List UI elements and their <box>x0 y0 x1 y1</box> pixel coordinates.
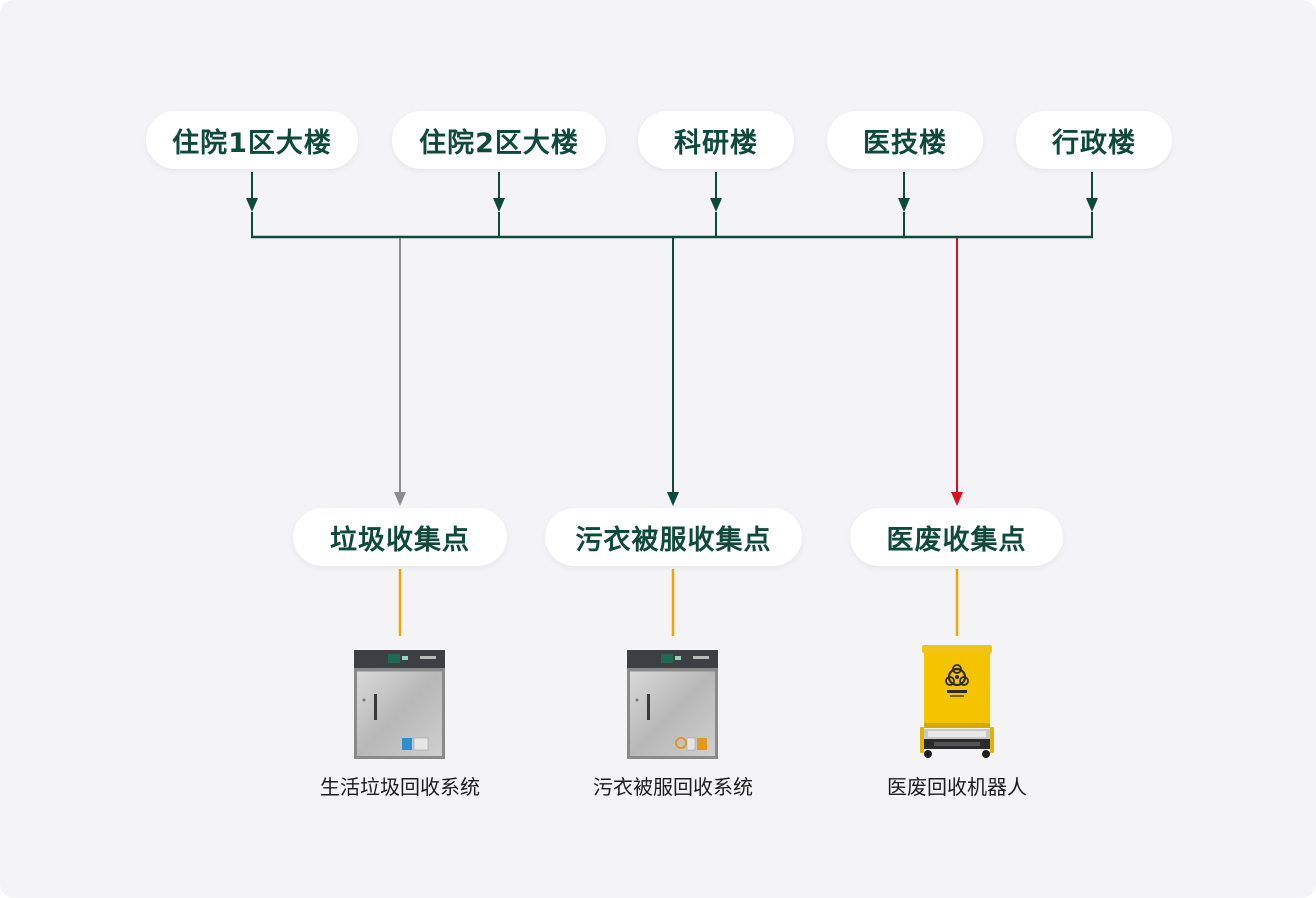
system-caption-garbage: 生活垃圾回收系统 <box>320 775 480 799</box>
building-pill-5: 行政楼 <box>1016 111 1172 169</box>
collection-point-garbage: 垃圾收集点 <box>293 508 507 566</box>
stainless-cabinet-icon <box>627 650 718 759</box>
collection-point-medical: 医废收集点 <box>850 508 1063 566</box>
building-pill-1: 住院1区大楼 <box>146 111 358 169</box>
building-pill-3: 科研楼 <box>638 111 794 169</box>
yellow-biohazard-robot-icon <box>920 645 994 758</box>
building-pill-2: 住院2区大楼 <box>392 111 606 169</box>
system-caption-medical: 医废回收机器人 <box>887 775 1027 799</box>
stainless-cabinet-icon <box>354 650 445 759</box>
system-caption-laundry: 污衣被服回收系统 <box>593 775 753 799</box>
building-pill-4: 医技楼 <box>827 111 983 169</box>
collection-point-laundry: 污衣被服收集点 <box>545 508 802 566</box>
